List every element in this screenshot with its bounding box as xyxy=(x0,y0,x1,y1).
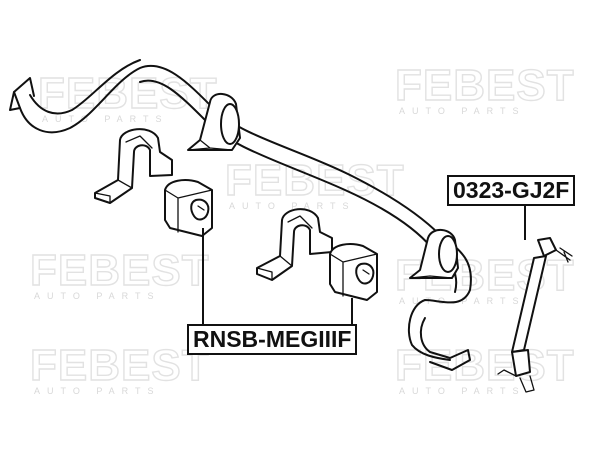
watermark-brand: FEBEST xyxy=(30,246,210,295)
clamp-bracket-left xyxy=(94,128,173,204)
watermark: FEBEST AUTO PARTS xyxy=(394,340,575,396)
bushing-clamp-mounted-upper xyxy=(187,93,241,151)
watermark: FEBEST AUTO PARTS xyxy=(29,340,210,396)
watermark-tagline: AUTO PARTS xyxy=(229,201,356,211)
watermark-tagline: AUTO PARTS xyxy=(42,114,169,124)
bushing-clamp-mounted-lower xyxy=(409,229,459,279)
rubber-bushing-right xyxy=(329,243,378,301)
watermark-tagline: AUTO PARTS xyxy=(399,106,526,116)
watermark-layer: FEBEST AUTO PARTS FEBEST AUTO PARTS FEBE… xyxy=(29,60,575,396)
watermark-tagline: AUTO PARTS xyxy=(399,386,526,396)
watermark-brand: FEBEST xyxy=(225,156,405,205)
watermark-brand: FEBEST xyxy=(395,341,575,390)
rubber-bushing-left xyxy=(164,179,213,237)
clamp-bracket-right xyxy=(256,208,333,281)
watermark-brand: FEBEST xyxy=(395,61,575,110)
watermark: FEBEST AUTO PARTS xyxy=(224,155,405,211)
part-number-label-bushing: RNSB-MEGIIIF xyxy=(187,324,358,355)
watermark: FEBEST AUTO PARTS xyxy=(394,60,575,116)
watermark: FEBEST AUTO PARTS xyxy=(37,68,217,124)
watermark: FEBEST AUTO PARTS xyxy=(29,245,210,301)
watermark-brand: FEBEST xyxy=(30,341,210,390)
watermark-tagline: AUTO PARTS xyxy=(34,386,161,396)
watermark-tagline: AUTO PARTS xyxy=(34,291,161,301)
part-number-label-link: 0323-GJ2F xyxy=(447,175,576,206)
stabilizer-link xyxy=(497,237,573,393)
